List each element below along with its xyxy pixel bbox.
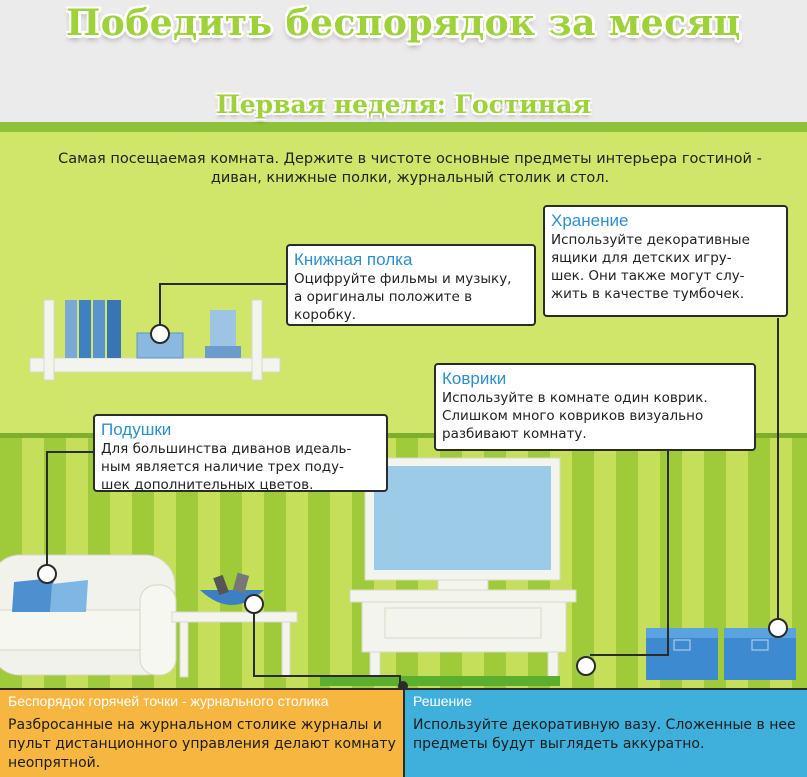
solution-panel-line-1: Используйте декоративную вазу. Сложенные…	[413, 717, 796, 733]
solution-panel-text: Используйте декоративную вазу. Сложенные…	[413, 716, 796, 754]
bookshelf-callout: Книжная полка Оцифруйте фильмы и музыку,…	[286, 244, 536, 326]
solution-panel: Решение Используйте декоративную вазу. С…	[403, 688, 807, 777]
header-stripe	[0, 122, 807, 132]
header-band	[0, 0, 807, 122]
hotspot-panel: Беспорядок горячей точки - журнального с…	[0, 688, 403, 777]
hotspot-panel-line-3: неопрятной.	[8, 755, 101, 771]
rug-illustration	[320, 676, 560, 686]
intro-line-2: диван, книжные полки, журнальный столик …	[210, 170, 610, 186]
bookshelf-callout-line-3: коробку.	[294, 307, 357, 323]
coffee-table-illustration	[171, 572, 298, 678]
pillows-callout-line-3: шек дополнительных цветов.	[101, 477, 314, 493]
bookshelf-callout-title: Книжная полка	[294, 250, 413, 269]
bookshelf-callout-line-2: а оригиналы положите в	[294, 289, 473, 305]
rugs-callout-line-1: Используйте в комнате один коврик.	[442, 390, 708, 406]
intro-line-1: Самая посещаемая комната. Держите в чист…	[58, 151, 762, 167]
solution-panel-title: Решение	[413, 693, 472, 709]
week-title: Первая неделя: Гостиная	[216, 90, 591, 119]
storage-callout-line-4: жить в качестве тумбочек.	[551, 286, 745, 302]
tv-illustration	[349, 457, 577, 681]
hotspot-panel-title: Беспорядок горячей точки - журнального с…	[8, 693, 329, 709]
callout-anchors	[37, 324, 788, 676]
storage-callout-line-1: Используйте декоративные	[551, 232, 750, 248]
storage-callout-line-3: шек. Они также могут слу-	[551, 268, 745, 284]
intro-text: Самая посещаемая комната. Держите в чист…	[30, 150, 790, 188]
rugs-callout-line-3: разбивают комнату.	[442, 426, 587, 442]
page-title: Победить беспорядок за месяц	[66, 2, 741, 44]
storage-callout-title: Хранение	[551, 211, 629, 230]
hotspot-panel-text: Разбросанные на журнальном столике журна…	[8, 716, 396, 773]
pillows-callout-title: Подушки	[101, 420, 172, 439]
solution-panel-line-2: предметы будут выглядеть аккуратно.	[413, 736, 705, 752]
rugs-callout: Коврики Используйте в комнате один коври…	[434, 363, 756, 451]
pillows-callout: Подушки Для большинства диванов идеаль- …	[93, 414, 388, 493]
bookshelf-callout-line-1: Оцифруйте фильмы и музыку,	[294, 271, 512, 287]
rugs-callout-title: Коврики	[442, 369, 507, 388]
hotspot-panel-line-2: пульт дистанционного управления делают к…	[8, 736, 396, 752]
sofa-illustration	[0, 554, 177, 676]
hotspot-panel-line-1: Разбросанные на журнальном столике журна…	[8, 717, 382, 733]
storage-callout: Хранение Используйте декоративные ящики …	[543, 205, 788, 317]
storage-callout-line-2: ящики для детских игру-	[551, 250, 732, 266]
wall-border	[0, 433, 807, 439]
pillows-callout-line-1: Для большинства диванов идеаль-	[101, 441, 352, 457]
callout-connectors	[46, 283, 779, 688]
rugs-callout-line-2: Слишком много ковриков визуально	[442, 408, 704, 424]
pillows-callout-line-2: ным является наличие трех поду-	[101, 459, 344, 475]
